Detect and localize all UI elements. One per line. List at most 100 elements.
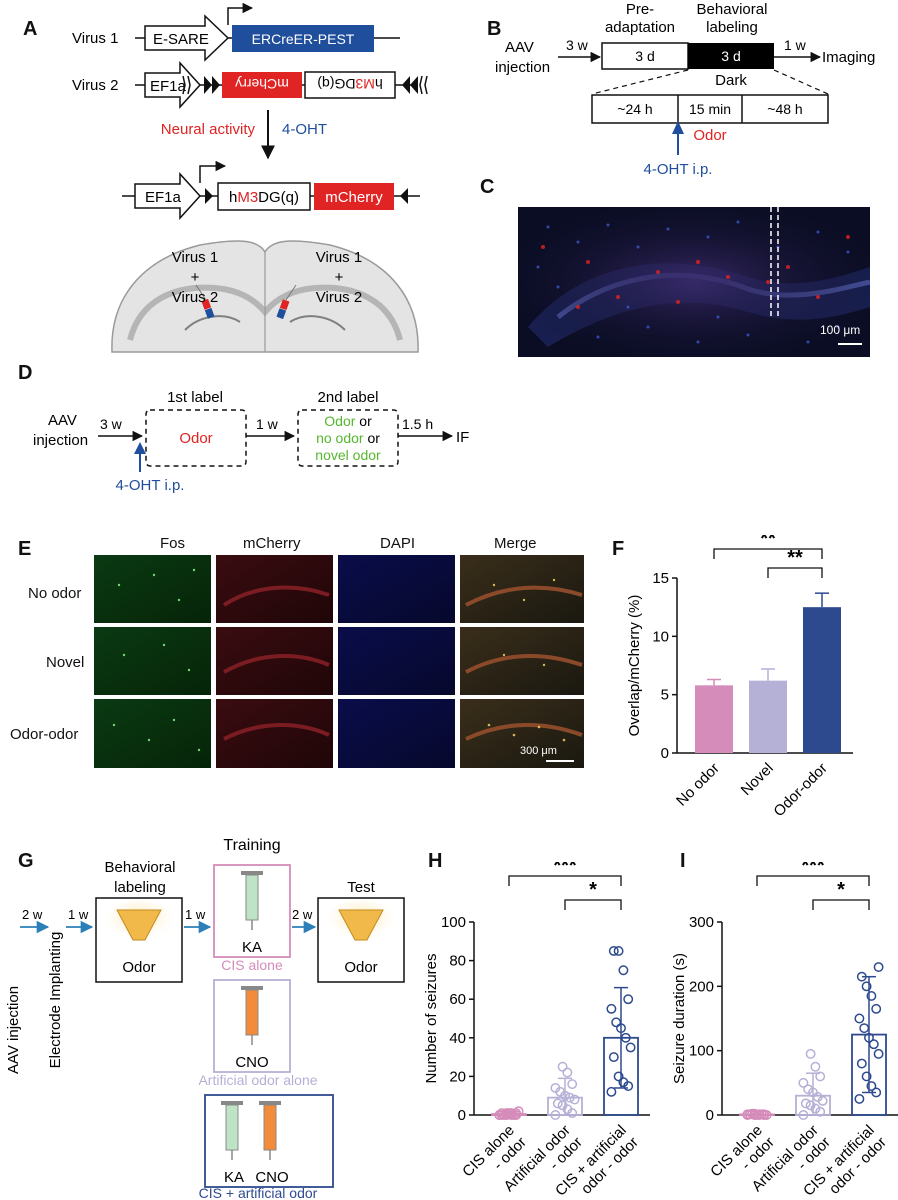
ef1a-promoter [144,61,202,109]
neural-activity-text: Neural activity [161,121,256,138]
b-imaging: Imaging [822,49,875,66]
e-col-merge: Merge [494,535,537,552]
panel-label-f: F [612,538,625,560]
d-odor: Odor [179,430,212,447]
data-point [550,1110,561,1120]
e-scale-text: 300 μm [520,745,557,757]
ercreer-box [232,25,374,52]
data-point [815,1071,826,1082]
data-point [506,1110,517,1120]
d-second-box [297,409,399,467]
data-point [805,1100,816,1111]
data-point [871,1087,882,1098]
g-cis-artificial: CIS + artificial odor [199,1185,318,1200]
data-point [861,981,872,992]
e-row-novel: Novel [46,654,85,671]
panel-e: Fos mCherry DAPI Merge No odor Novel Odo… [0,530,600,770]
data-point [754,1109,765,1120]
g-2w-b: 2 w [292,907,313,922]
significance-label: ** [787,547,803,569]
data-point [861,1071,872,1082]
brain-left-plus: + [191,269,200,286]
d-oht-ip: 4-OHT i.p. [116,477,185,494]
mcherry-inverted-text: mCherry [235,76,289,92]
mcherry-box [314,183,394,210]
d-line2: no odor or [316,430,380,446]
b-3w: 3 w [566,37,589,53]
data-point [749,1110,760,1120]
brain-right-virus2: Virus 2 [316,289,362,306]
b-beh-1: Behavioral [697,1,768,18]
data-point [618,965,629,976]
panel-label-g: G [18,850,34,872]
b-oht-ip: 4-OHT i.p. [644,161,713,178]
data-point [873,962,884,972]
panel-label-a: A [23,18,38,40]
data-point [608,1052,619,1063]
significance-label: ** [760,535,776,550]
panel-g-schematic: AAV injection Electrode Implanting 2 w 1… [5,837,405,1200]
data-point [567,1079,578,1090]
data-point [562,1067,573,1078]
y-tick-label: 100 [689,1043,714,1060]
data-point [496,1110,507,1120]
b-15min: 15 min [689,101,731,117]
y-axis-label: Seizure duration (s) [671,953,688,1084]
y-tick-label: 100 [441,914,466,931]
svg-text:hM3DG(q): hM3DG(q) [317,76,382,92]
d-aav-2: injection [33,432,88,449]
data-point [856,1058,867,1069]
hm3dgq-inverted-text: hM3DG(q) [317,76,382,92]
ef1a-promoter-2 [134,172,202,220]
significance-bracket [756,875,870,886]
data-point [608,946,619,956]
b-1w: 1 w [784,37,807,53]
ef1a-text-2: EF1a [145,189,182,206]
data-point [564,1092,575,1103]
panel-b-timeline: AAV injection 3 w Pre- adaptation Behavi… [495,1,875,178]
d-first-box [145,409,247,467]
data-point [871,1003,882,1014]
g-ka: KA [242,939,262,956]
d-line3: novel odor [315,447,381,463]
data-point [798,1110,809,1120]
brain-left-virus1: Virus 1 [172,249,218,266]
panel-label-h: H [428,850,443,872]
data-point [550,1083,561,1093]
data-point [800,1098,811,1109]
category-label: Novel [738,760,777,799]
y-tick-label: 20 [449,1068,466,1085]
panel-a-constructs: Virus 1 E-SARE ERCreER-PEST Virus 2 EF1a… [72,2,428,353]
ercreer-text: ERCreER-PEST [252,31,355,47]
data-point [868,1039,879,1050]
g-cno-2: CNO [255,1169,288,1186]
e-row-odor-odor: Odor-odor [10,726,79,743]
g-artificial-alone: Artificial odor alone [198,1072,317,1088]
g-cno: CNO [235,1054,268,1071]
e-row-images-no-odor [94,555,584,623]
virus2-label: Virus 2 [72,77,118,94]
ef1a-text: EF1a [150,78,187,95]
data-point [625,1042,636,1053]
g-cis-alone: CIS alone [221,957,283,973]
data-point [552,1098,563,1109]
y-tick-label: 15 [652,570,669,587]
panel-label-i: I [680,850,686,872]
data-point [873,1048,884,1059]
y-axis-label: Number of seizures [423,953,440,1083]
data-point [810,1061,821,1072]
brain-right-plus: + [335,269,344,286]
data-point [557,1100,568,1111]
data-point [744,1109,755,1120]
g-odor-1: Odor [122,959,155,976]
significance-bracket [564,899,622,910]
hm3dgq-text: hM3DG(q) [229,189,299,206]
hm3dgq-box [217,182,311,211]
g-odor-2: Odor [344,959,377,976]
data-point [620,1032,631,1043]
data-point [854,1093,865,1104]
data-point [859,1023,870,1034]
b-aav-2: injection [495,59,550,76]
g-odor-cup-2 [338,909,384,941]
